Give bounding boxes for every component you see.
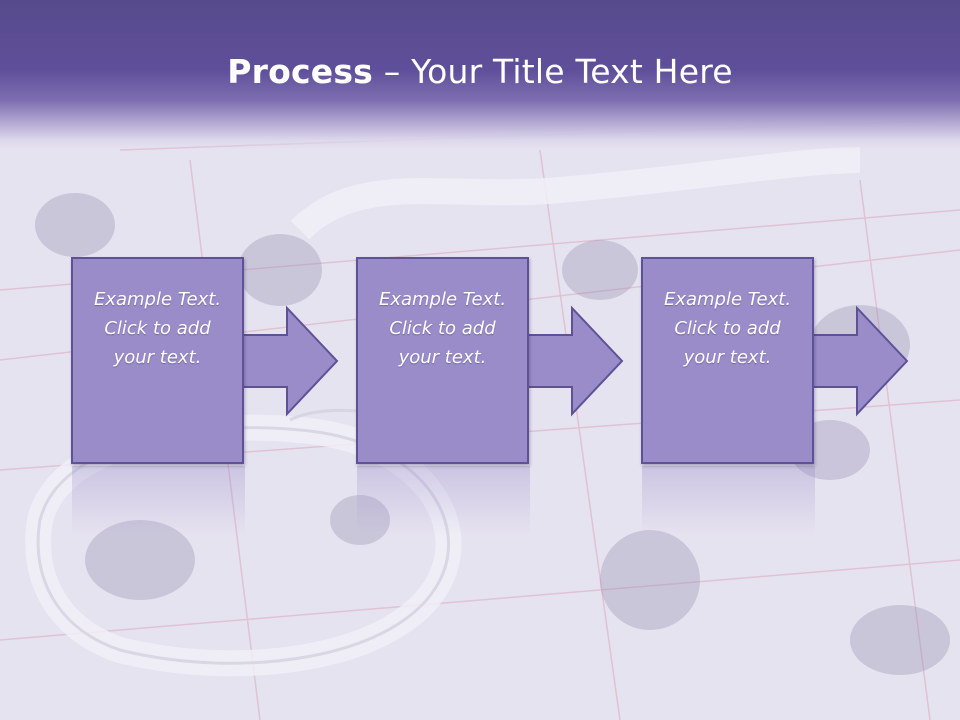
step-2-reflection	[357, 466, 530, 536]
step-1-line3: your text.	[113, 347, 202, 368]
step-2-line3: your text.	[398, 347, 487, 368]
step-1-text: Example Text. Click to add your text.	[94, 285, 221, 372]
step-3-reflection	[642, 466, 815, 536]
step-1-reflection	[72, 466, 245, 536]
step-2-box[interactable]: Example Text. Click to add your text.	[356, 257, 529, 464]
step-3-line1: Example Text.	[663, 289, 792, 310]
title-bold: Process	[227, 52, 374, 91]
step-2-text: Example Text. Click to add your text.	[379, 285, 506, 372]
slide-title[interactable]: Process – Your Title Text Here	[0, 52, 960, 91]
step-1-box[interactable]: Example Text. Click to add your text.	[71, 257, 244, 464]
title-band	[0, 0, 960, 150]
step-1-line2: Click to add	[104, 318, 211, 339]
step-1-arrow	[242, 305, 339, 417]
step-3-line2: Click to add	[674, 318, 781, 339]
title-rest: – Your Title Text Here	[373, 52, 733, 91]
step-3-text: Example Text. Click to add your text.	[664, 285, 791, 372]
step-3-line3: your text.	[683, 347, 772, 368]
step-2-arrow	[527, 305, 624, 417]
step-2-line2: Click to add	[389, 318, 496, 339]
step-3-box[interactable]: Example Text. Click to add your text.	[641, 257, 814, 464]
step-1-line1: Example Text.	[93, 289, 222, 310]
step-2-line1: Example Text.	[378, 289, 507, 310]
step-3-arrow	[812, 305, 909, 417]
